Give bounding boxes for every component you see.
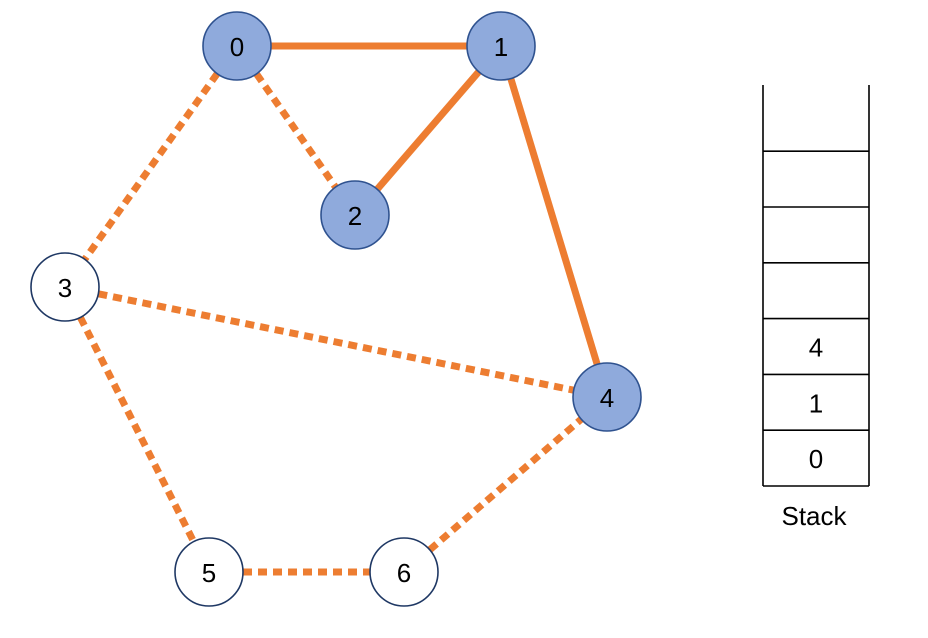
node-4: 4	[572, 362, 642, 432]
stack: 4 1 0 Stack	[762, 85, 870, 531]
edge-1-2	[374, 69, 482, 192]
node-circle	[174, 537, 244, 607]
edge-3-4	[97, 290, 575, 394]
node-6: 6	[369, 537, 439, 607]
stack-slot-value: 4	[809, 333, 823, 363]
node-circle	[369, 537, 439, 607]
node-circle	[572, 362, 642, 432]
node-1: 1	[466, 11, 536, 81]
edge-6-4	[427, 416, 584, 553]
edge-0-3	[81, 71, 221, 262]
edge-0-2	[253, 71, 339, 190]
node-label: 2	[348, 201, 362, 231]
node-label: 5	[202, 558, 216, 588]
node-label: 0	[230, 32, 244, 62]
node-5: 5	[174, 537, 244, 607]
stack-values: 4 1 0	[809, 333, 823, 475]
node-0: 0	[202, 11, 272, 81]
node-label: 4	[600, 383, 614, 413]
stack-slot-value: 0	[809, 444, 823, 474]
stack-slot-value: 1	[809, 388, 823, 418]
node-circle	[30, 252, 100, 322]
edge-3-5	[77, 315, 197, 544]
nodes-layer: 0 1 2 3 4 5 6	[30, 11, 642, 607]
node-circle	[320, 180, 390, 250]
stack-title: Stack	[781, 501, 847, 531]
edges-layer	[77, 42, 601, 576]
stack-frame	[762, 85, 870, 487]
node-circle	[466, 11, 536, 81]
node-circle	[202, 11, 272, 81]
edge-1-4	[507, 77, 601, 366]
node-2: 2	[320, 180, 390, 250]
node-3: 3	[30, 252, 100, 322]
node-label: 1	[494, 32, 508, 62]
node-label: 3	[58, 273, 72, 303]
node-label: 6	[397, 558, 411, 588]
